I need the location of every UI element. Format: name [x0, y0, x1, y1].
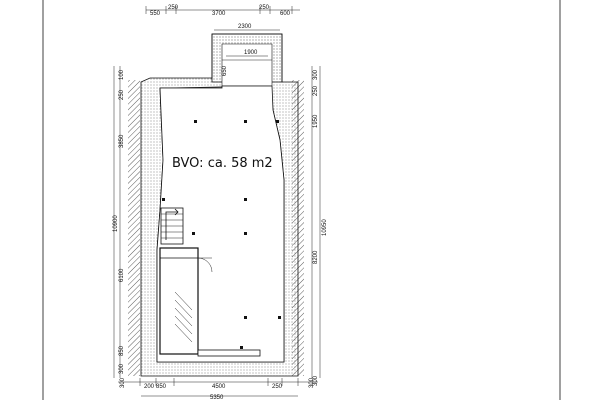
- dim-bottom-5: 250: [272, 384, 283, 390]
- dim-bottom-2: 200: [144, 384, 155, 390]
- dim-left-1: 100: [119, 69, 125, 80]
- dim-right-5: 300: [313, 375, 319, 386]
- upper-dimensions: 2300 1900 650: [214, 24, 280, 76]
- dim-right-total: 10950: [322, 219, 328, 236]
- dim-left-5: 6100: [119, 268, 125, 282]
- dim-bottom-total: 5350: [210, 395, 224, 400]
- dim-top-4: 250: [259, 5, 270, 11]
- dim-bottom-4: 4500: [212, 384, 226, 390]
- dim-upper-2: 1900: [244, 50, 258, 56]
- dim-upper-3: 650: [222, 65, 228, 76]
- dim-top-5: 600: [280, 11, 291, 17]
- dim-top-2: 250: [168, 5, 179, 11]
- storage-room: [159, 247, 261, 357]
- dim-bottom-1: 300: [120, 377, 126, 388]
- dim-top-3: 3700: [212, 11, 226, 17]
- dim-upper-1: 2300: [238, 24, 252, 30]
- top-dimension-chain: 550 250 3700 250 600: [145, 5, 300, 17]
- left-dimension-chain: 100 250 3850 10900 6100 850 300: [113, 66, 125, 378]
- dim-left-4: 10900: [113, 215, 119, 232]
- dim-left-7: 300: [119, 363, 125, 374]
- dim-bottom-6: 300: [309, 377, 315, 388]
- stairs: [160, 207, 184, 245]
- dim-bottom-3: 850: [156, 384, 167, 390]
- dim-top-1: 550: [150, 11, 161, 17]
- dim-left-6: 850: [119, 345, 125, 356]
- area-label: BVO: ca. 58 m2: [172, 156, 273, 171]
- dim-right-4: 8200: [313, 250, 319, 264]
- bottom-dimension-chain: 300 200 850 4500 250 300 5350: [118, 377, 318, 400]
- dim-right-2: 250: [313, 85, 319, 96]
- dim-right-1: 300: [313, 69, 319, 80]
- right-dimension-chain: 300 250 1950 8200 300 10950: [311, 66, 328, 386]
- dim-left-3: 3850: [119, 134, 125, 148]
- dim-left-2: 250: [119, 89, 125, 100]
- dim-right-3: 1950: [313, 114, 319, 128]
